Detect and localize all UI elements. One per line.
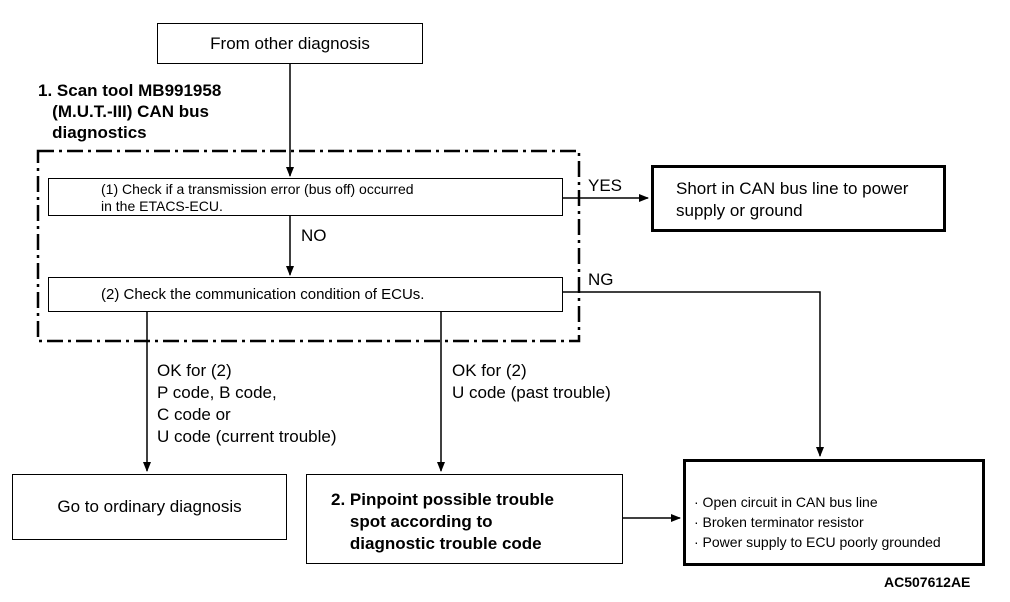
start-box-label: From other diagnosis [210, 33, 370, 53]
check-1-text: (1) Check if a transmission error (bus o… [101, 181, 414, 214]
cause-item: · Broken terminator resistor [694, 514, 864, 530]
start-box: From other diagnosis [157, 23, 423, 64]
ordinary-diagnosis-box: Go to ordinary diagnosis [12, 474, 287, 540]
pinpoint-box: 2. Pinpoint possible trouble spot accord… [306, 474, 623, 564]
label-no: NO [301, 226, 327, 245]
check-1-box: (1) Check if a transmission error (bus o… [48, 178, 563, 216]
ordinary-diagnosis-label: Go to ordinary diagnosis [57, 497, 242, 516]
label-yes: YES [588, 176, 623, 195]
check-2-box: (2) Check the communication condition of… [48, 277, 563, 312]
short-circuit-box: Short in CAN bus line to power supply or… [651, 165, 946, 232]
label-ng: NG [588, 270, 614, 289]
arrow-ng [563, 291, 824, 457]
check-2-text: (2) Check the communication condition of… [101, 286, 425, 303]
label-ok-left: OK for (2) P code, B code, C code or U c… [157, 361, 337, 446]
figure-id: AC507612AE [884, 574, 971, 590]
short-circuit-text: Short in CAN bus line to power supply or… [676, 179, 909, 220]
can-bus-diagnostics-frame [36, 149, 581, 343]
label-ok-mid: OK for (2) U code (past trouble) [452, 361, 611, 402]
causes-list: · Open circuit in CAN bus line · Broken … [694, 492, 941, 552]
cause-item: · Power supply to ECU poorly grounded [694, 534, 941, 550]
pinpoint-text: 2. Pinpoint possible trouble spot accord… [331, 490, 554, 553]
section-1-title: 1. Scan tool MB991958 (M.U.T.-III) CAN b… [38, 81, 222, 142]
causes-box: · Open circuit in CAN bus line · Broken … [683, 459, 985, 566]
cause-item: · Open circuit in CAN bus line [694, 494, 878, 510]
